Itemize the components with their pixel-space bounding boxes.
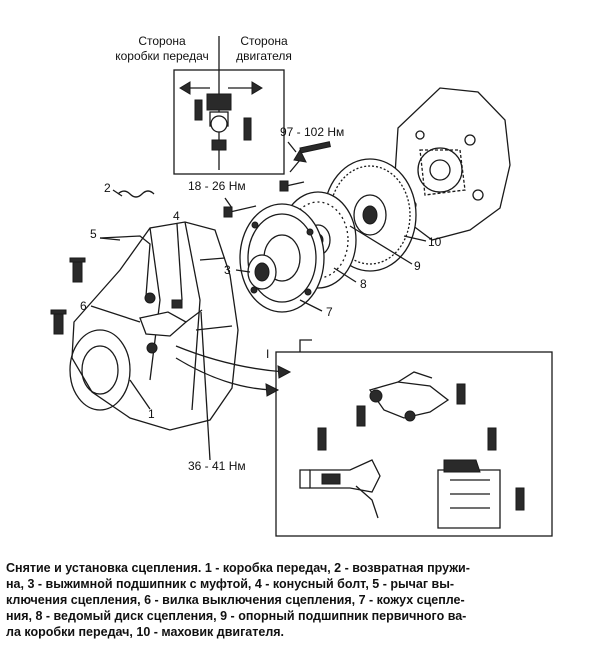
caption-line-2: на, 3 - выжимной подшипник с муфтой, 4 -… [6, 577, 455, 591]
grease-tube-icon [243, 117, 252, 141]
leader-lines [90, 141, 427, 461]
torque-label-flywheel-bolt: 97 - 102 Нм [280, 125, 344, 139]
release-fork [139, 311, 188, 337]
orientation-inset: Сторона коробки передач Сторона двигател… [115, 34, 292, 175]
grease-tube-icon [194, 99, 203, 121]
inset-left-title-1: Сторона [138, 34, 186, 48]
grease-tube-icon [317, 427, 327, 451]
caption-line-4: ния, 8 - ведомый диск сцепления, 9 - опо… [6, 609, 467, 623]
arrow-left-icon [179, 81, 191, 95]
detail-inset [275, 339, 553, 537]
release-bearing [247, 254, 277, 290]
bolt-flywheel [279, 180, 305, 192]
callout-1: 1 [148, 407, 155, 421]
callout-9: 9 [414, 259, 421, 273]
bolt-small [223, 205, 257, 218]
callout-2: 2 [104, 181, 111, 195]
grease-tube-icon [515, 487, 525, 511]
detail-marker: I [266, 347, 269, 361]
callout-4: 4 [173, 209, 180, 223]
inset-right-title-1: Сторона [240, 34, 288, 48]
grease-tube-icon [53, 313, 64, 335]
callout-3: 3 [224, 263, 231, 277]
grease-tube-icon [72, 261, 83, 283]
inset-right-title-2: двигателя [236, 49, 292, 63]
caption-line-1: Снятие и установка сцепления. 1 - коробк… [6, 561, 470, 575]
inset-left-title-2: коробки передач [115, 49, 209, 63]
clutch-exploded-diagram: Сторона коробки передач Сторона двигател… [50, 34, 553, 537]
grease-tube-icon [356, 405, 366, 427]
callout-7: 7 [326, 305, 333, 319]
callout-10: 10 [428, 235, 442, 249]
grease-tube-icon [487, 427, 497, 451]
caption-line-3: ключения сцепления, 6 - вилка выключения… [6, 593, 465, 607]
callout-6: 6 [80, 299, 87, 313]
torque-label-cover-bolt: 18 - 26 Нм [188, 179, 246, 193]
caption-line-5: ла коробки передач, 10 - маховик двигате… [6, 625, 285, 639]
callout-5: 5 [90, 227, 97, 241]
conical-bolt [171, 299, 203, 323]
grease-tube-icon [456, 383, 466, 405]
engine-block-plate [393, 87, 511, 241]
callout-8: 8 [360, 277, 367, 291]
return-spring-icon [117, 190, 155, 198]
torque-label-conical-bolt: 36 - 41 Нм [188, 459, 246, 473]
release-lever [99, 235, 151, 297]
clutch-cover [239, 203, 325, 313]
arrow-right-icon [251, 81, 263, 95]
